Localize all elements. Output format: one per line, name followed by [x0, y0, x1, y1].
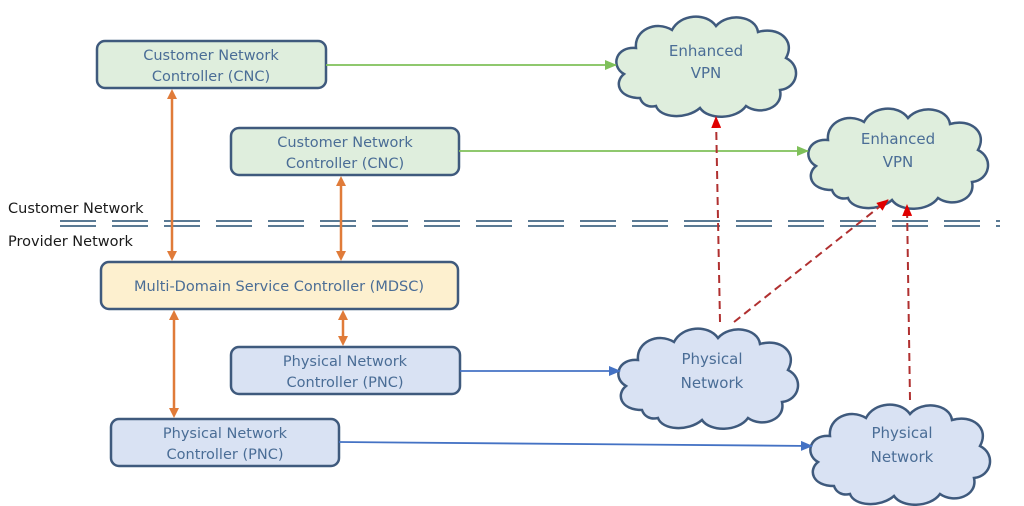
cloud-label-line1: Enhanced: [669, 42, 743, 60]
enhanced-vpn-cloud-2[interactable]: Enhanced VPN: [807, 107, 990, 210]
box-label-line2: Controller (PNC): [167, 447, 284, 463]
cloud-label-line1: Physical: [871, 424, 932, 442]
cloud-shape: [809, 403, 992, 506]
box-label-line2: Controller (CNC): [152, 69, 270, 85]
phys2-vpn2-arrow: [902, 204, 913, 401]
physical-network-cloud-1[interactable]: Physical Network: [617, 327, 800, 430]
pnc2-phys2-arrow: [338, 440, 813, 451]
cnc-box-1[interactable]: Customer Network Controller (CNC): [95, 39, 328, 90]
pnc-box-2[interactable]: Physical Network Controller (PNC): [109, 417, 341, 468]
box-label-line2: Controller (CNC): [286, 156, 404, 172]
cloud-shape: [615, 15, 798, 118]
cloud-shape: [617, 327, 800, 430]
cloud-label-line2: Network: [871, 448, 934, 466]
box-shape: [99, 260, 460, 311]
pnc-box-1[interactable]: Physical Network Controller (PNC): [229, 345, 462, 396]
box-label-line1: Physical Network: [163, 426, 288, 442]
box-label-line1: Customer Network: [277, 135, 413, 151]
physical-network-cloud-2[interactable]: Physical Network: [809, 403, 992, 506]
cloud-label-line1: Physical: [681, 350, 742, 368]
cnc-box-2[interactable]: Customer Network Controller (CNC): [229, 126, 461, 177]
box-label: Multi-Domain Service Controller (MDSC): [134, 279, 424, 295]
provider-network-label: Provider Network: [8, 234, 133, 250]
box-label-line1: Physical Network: [283, 354, 408, 370]
customer-network-label: Customer Network: [8, 201, 144, 217]
mdsc-box[interactable]: Multi-Domain Service Controller (MDSC): [99, 260, 460, 311]
phys1-vpn2-arrow: [733, 199, 889, 323]
box-label-line1: Customer Network: [143, 48, 279, 64]
cloud-label-line2: Network: [681, 374, 744, 392]
box-label-line2: Controller (PNC): [287, 375, 404, 391]
enhanced-vpn-cloud-1[interactable]: Enhanced VPN: [615, 15, 798, 118]
cloud-label-line2: VPN: [883, 153, 914, 171]
cloud-shape: [807, 107, 990, 210]
cloud-label-line1: Enhanced: [861, 130, 935, 148]
customer-provider-separator: [60, 220, 1000, 227]
phys1-vpn1-arrow: [711, 116, 722, 323]
cloud-label-line2: VPN: [691, 64, 722, 82]
